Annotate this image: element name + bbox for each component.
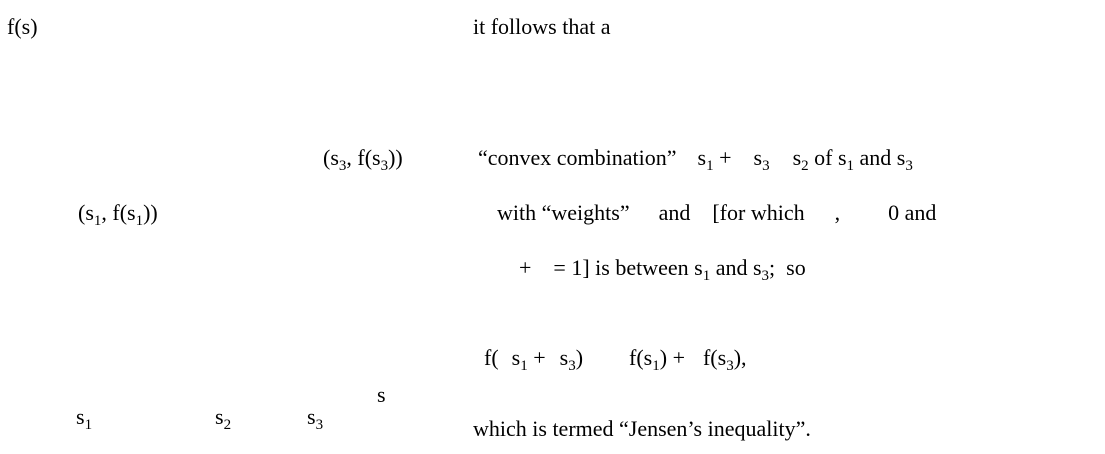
line4-a: + xyxy=(519,255,532,280)
line5-b-sub: 1 xyxy=(520,358,528,374)
line4-b-sub: 1 xyxy=(702,268,711,284)
line5-a: f( xyxy=(484,345,499,370)
point-3-mid: , f(s xyxy=(346,145,381,170)
line5-f: f(s xyxy=(629,345,653,370)
text-line-1: it follows that a xyxy=(473,14,611,39)
line5-g: ) + xyxy=(659,345,685,370)
point-1-label: (s1, f(s1)) xyxy=(67,180,158,229)
line2-g: and s xyxy=(854,145,906,170)
text-line-4: + = 1] is between s1 and s3; so xyxy=(508,235,806,284)
text-line-3: with “weights” and [for which, 0 and xyxy=(486,180,936,224)
x-axis-label: s xyxy=(377,382,386,407)
line4-c-sub: 3 xyxy=(761,268,770,284)
point-1-pre: (s xyxy=(78,200,94,225)
line2-g-sub: 3 xyxy=(905,158,913,174)
line3-d: , xyxy=(834,200,841,225)
point-1-sub: 1 xyxy=(93,213,102,229)
point-3-post: )) xyxy=(388,145,403,170)
line2-f-sub: 1 xyxy=(846,158,855,174)
point-3-label: (s3, f(s3)) xyxy=(312,125,403,174)
point-3-pre: (s xyxy=(323,145,339,170)
line2-c: + xyxy=(713,145,732,170)
line3-b: and xyxy=(658,200,691,225)
text-line-5: f(s1 +s3)f(s1) +f(s3), xyxy=(473,325,747,374)
x-tick-s3-sub: 3 xyxy=(315,417,324,433)
line5-f-sub: 1 xyxy=(652,358,660,374)
line5-i: ), xyxy=(733,345,747,370)
point-3-sub: 3 xyxy=(338,158,347,174)
line2-b-sub: 1 xyxy=(706,158,714,174)
line3-a: with “weights” xyxy=(497,200,630,225)
line5-b: s xyxy=(511,345,521,370)
line5-h-sub: 3 xyxy=(726,358,734,374)
line4-b: = 1] is between s xyxy=(553,255,703,280)
line2-e-sub: 2 xyxy=(801,158,809,174)
text-line-6: which is termed “Jensen’s inequality”. xyxy=(473,416,811,441)
line2-f: of s xyxy=(808,145,847,170)
x-tick-s3: s3 xyxy=(296,384,323,433)
x-tick-s2: s2 xyxy=(204,384,231,433)
line4-d: ; so xyxy=(769,255,806,280)
line4-c: and s xyxy=(710,255,762,280)
point-1-post: )) xyxy=(143,200,158,225)
line2-b: s xyxy=(697,145,707,170)
line2-d: s xyxy=(753,145,763,170)
line3-c: [for which xyxy=(712,200,805,225)
line5-e: ) xyxy=(575,345,584,370)
line2-a: “convex combination” xyxy=(478,145,677,170)
point-1-sub2: 1 xyxy=(135,213,144,229)
line2-d-sub: 3 xyxy=(762,158,770,174)
line5-c: + xyxy=(527,345,546,370)
point-1-mid: , f(s xyxy=(101,200,136,225)
line2-e: s xyxy=(792,145,802,170)
point-3-sub2: 3 xyxy=(380,158,389,174)
x-tick-s1: s1 xyxy=(65,384,92,433)
x-tick-s2-pre: s xyxy=(215,404,224,429)
line5-h: f(s xyxy=(702,345,727,370)
x-tick-s1-pre: s xyxy=(76,404,85,429)
line5-d: s xyxy=(559,345,569,370)
y-axis-label: f(s) xyxy=(7,14,38,39)
line5-d-sub: 3 xyxy=(568,358,576,374)
x-tick-s3-pre: s xyxy=(307,404,316,429)
x-tick-s1-sub: 1 xyxy=(84,417,93,433)
line3-e: 0 and xyxy=(888,200,937,225)
x-tick-s2-sub: 2 xyxy=(223,417,232,433)
